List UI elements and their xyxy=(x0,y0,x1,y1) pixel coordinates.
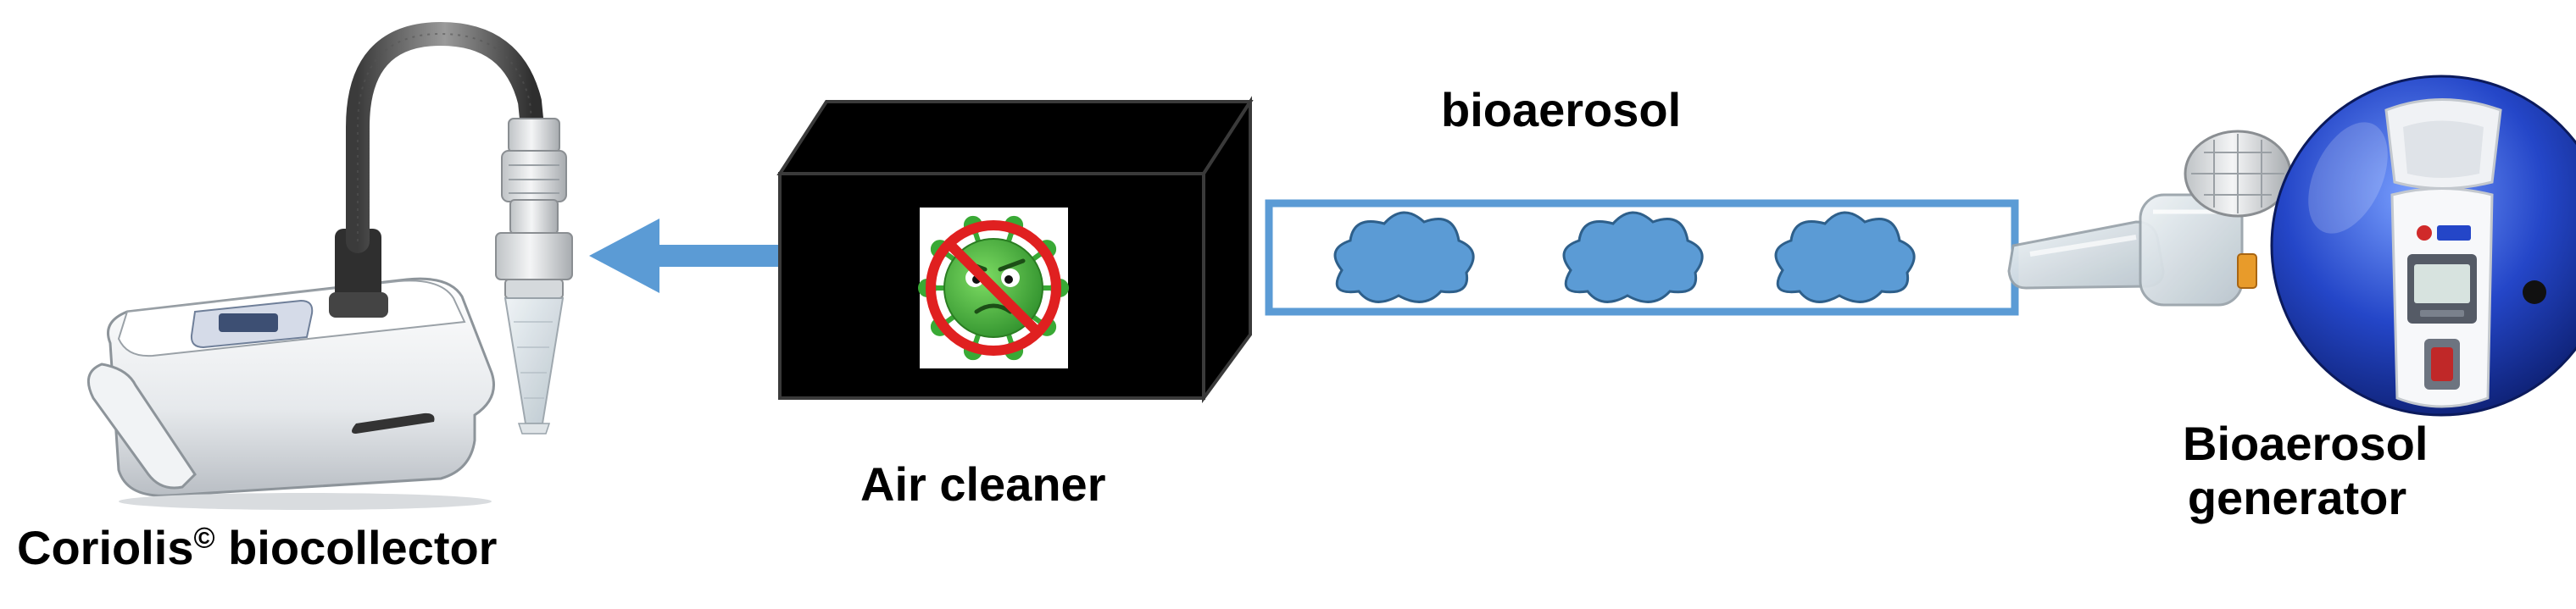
cloud-icon xyxy=(1774,211,1916,303)
copyright-symbol: © xyxy=(193,522,215,555)
collector-rest: biocollector xyxy=(214,521,498,574)
nebulizer-generator-device xyxy=(2007,75,2576,417)
cloud-icon xyxy=(1562,211,1704,303)
generator-label-line2: generator xyxy=(2187,471,2407,525)
no-virus-icon xyxy=(918,208,1069,368)
air-cleaner-label: Air cleaner xyxy=(860,457,1106,511)
generator-label-line1: Bioaerosol xyxy=(2183,417,2429,470)
arrow-left-icon xyxy=(589,219,780,293)
collector-name: Coriolis xyxy=(17,521,194,574)
bioaerosol-label: bioaerosol xyxy=(1441,83,1682,136)
coriolis-biocollector-device xyxy=(86,21,573,510)
collector-label: Coriolis© biocollector xyxy=(17,521,497,575)
aerosol-clouds xyxy=(1333,211,1916,303)
cloud-icon xyxy=(1333,211,1475,303)
generator-label: Bioaerosol generator xyxy=(2183,417,2429,526)
